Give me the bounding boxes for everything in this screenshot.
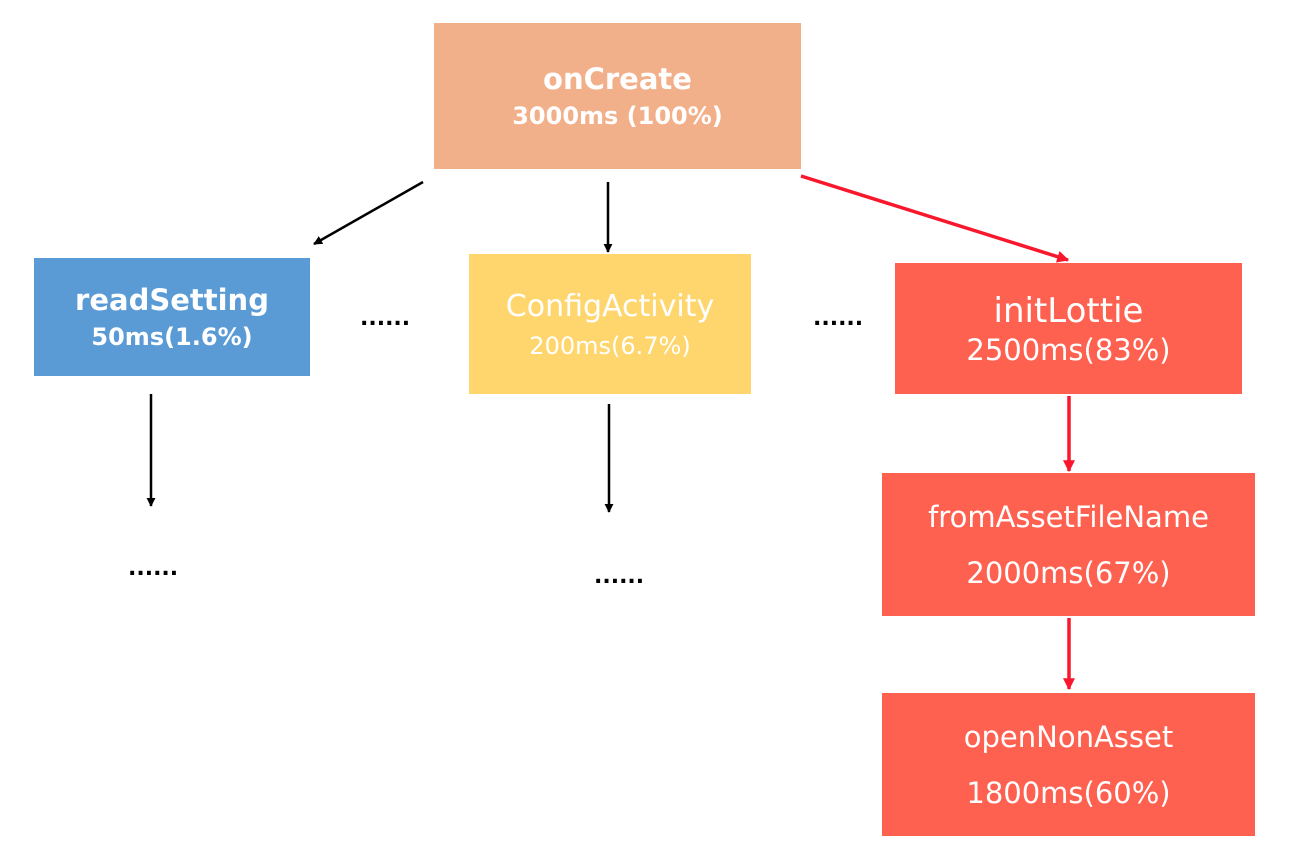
edge-oncreate-readsetting bbox=[313, 180, 424, 246]
node-oncreate: onCreate 3000ms (100%) bbox=[434, 23, 801, 169]
node-oncreate-title: onCreate bbox=[543, 62, 692, 96]
node-oncreate-time: 3000ms (100%) bbox=[512, 102, 723, 130]
node-initlottie-time: 2500ms(83%) bbox=[966, 332, 1171, 367]
node-configactivity-time: 200ms(6.7%) bbox=[529, 331, 691, 360]
node-initlottie: initLottie 2500ms(83%) bbox=[895, 263, 1242, 394]
node-opennonasset-time: 1800ms(60%) bbox=[966, 775, 1171, 810]
node-readsetting-time: 50ms(1.6%) bbox=[91, 323, 253, 351]
node-readsetting-title: readSetting bbox=[75, 283, 269, 317]
node-opennonasset-title: openNonAsset bbox=[963, 719, 1174, 754]
node-readsetting: readSetting 50ms(1.6%) bbox=[34, 258, 310, 376]
node-fromassetfilename-time: 2000ms(67%) bbox=[966, 555, 1171, 590]
ellipsis-between-config-initlottie: ...... bbox=[813, 306, 864, 331]
ellipsis-between-readsetting-config: ...... bbox=[360, 306, 411, 331]
ellipsis-under-config: ...... bbox=[594, 564, 645, 589]
node-configactivity: ConfigActivity 200ms(6.7%) bbox=[469, 254, 751, 394]
node-configactivity-title: ConfigActivity bbox=[505, 288, 715, 324]
ellipsis-under-readsetting: ...... bbox=[128, 556, 179, 581]
node-opennonasset: openNonAsset 1800ms(60%) bbox=[882, 693, 1255, 836]
edge-oncreate-initlottie bbox=[800, 174, 1070, 263]
node-fromassetfilename-title: fromAssetFileName bbox=[928, 499, 1209, 534]
node-initlottie-title: initLottie bbox=[993, 290, 1144, 331]
node-fromassetfilename: fromAssetFileName 2000ms(67%) bbox=[882, 473, 1255, 616]
